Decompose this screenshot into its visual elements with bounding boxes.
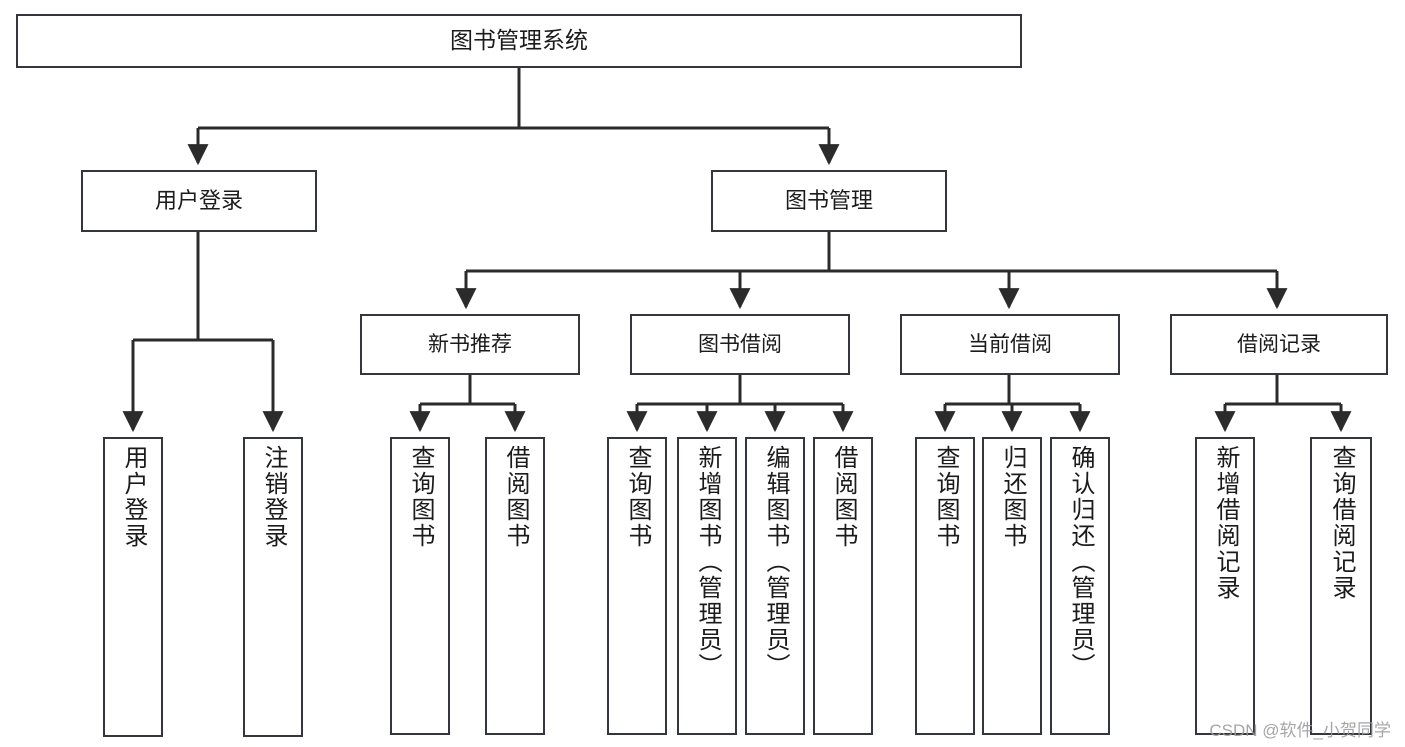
node-new-book-recommend[interactable]: 新书推荐 <box>360 314 580 375</box>
node-book-manage-label: 图书管理 <box>784 187 873 213</box>
leaf-query-book-1[interactable]: 查询图书 <box>390 437 450 735</box>
node-root-label: 图书管理系统 <box>450 27 588 54</box>
leaf-add-book[interactable]: 新增图书（管理员） <box>677 437 737 735</box>
node-borrow-record[interactable]: 借阅记录 <box>1170 314 1388 375</box>
node-current-borrow-label: 当前借阅 <box>968 332 1052 356</box>
leaf-confirm-return-label: 确认归还（管理员） <box>1067 445 1094 679</box>
leaf-confirm-return[interactable]: 确认归还（管理员） <box>1050 437 1110 735</box>
node-root[interactable]: 图书管理系统 <box>16 14 1022 68</box>
node-book-manage[interactable]: 图书管理 <box>711 170 947 232</box>
leaf-query-book-3-label: 查询图书 <box>932 445 959 549</box>
node-new-book-recommend-label: 新书推荐 <box>428 332 512 356</box>
leaf-logout[interactable]: 注销登录 <box>243 437 303 737</box>
leaf-logout-label: 注销登录 <box>260 445 287 549</box>
leaf-borrow-book-2-label: 借阅图书 <box>830 445 857 549</box>
leaf-query-record[interactable]: 查询借阅记录 <box>1310 437 1372 735</box>
leaf-user-login-label: 用户登录 <box>120 445 147 549</box>
csdn-watermark: CSDN @软件_小贺同学 <box>1209 721 1391 740</box>
node-current-borrow[interactable]: 当前借阅 <box>900 314 1120 375</box>
leaf-query-book-3[interactable]: 查询图书 <box>915 437 975 735</box>
leaf-query-book-2-label: 查询图书 <box>624 445 651 549</box>
leaf-edit-book[interactable]: 编辑图书（管理员） <box>745 437 805 735</box>
node-user-login[interactable]: 用户登录 <box>81 170 317 232</box>
leaf-return-book-label: 归还图书 <box>999 445 1026 549</box>
leaf-borrow-book-1-label: 借阅图书 <box>502 445 529 549</box>
node-borrow-record-label: 借阅记录 <box>1237 332 1321 356</box>
leaf-query-book-1-label: 查询图书 <box>407 445 434 549</box>
leaf-query-book-2[interactable]: 查询图书 <box>607 437 667 735</box>
leaf-edit-book-label: 编辑图书（管理员） <box>762 445 789 679</box>
leaf-add-record[interactable]: 新增借阅记录 <box>1195 437 1255 735</box>
node-book-borrow-label: 图书借阅 <box>698 332 782 356</box>
leaf-borrow-book-1[interactable]: 借阅图书 <box>485 437 545 735</box>
leaf-query-record-label: 查询借阅记录 <box>1328 445 1355 601</box>
leaf-return-book[interactable]: 归还图书 <box>982 437 1042 735</box>
leaf-add-record-label: 新增借阅记录 <box>1212 445 1239 601</box>
leaf-add-book-label: 新增图书（管理员） <box>694 445 721 679</box>
leaf-borrow-book-2[interactable]: 借阅图书 <box>813 437 873 735</box>
leaf-user-login[interactable]: 用户登录 <box>103 437 163 737</box>
node-user-login-label: 用户登录 <box>154 187 243 213</box>
node-book-borrow[interactable]: 图书借阅 <box>630 314 850 375</box>
